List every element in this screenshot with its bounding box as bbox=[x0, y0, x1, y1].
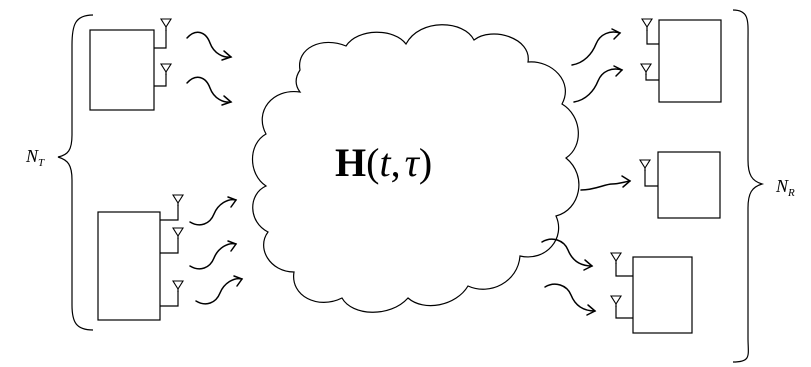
receiver-count-label: NR bbox=[776, 176, 795, 199]
antenna-icon bbox=[154, 18, 172, 49]
arrowhead bbox=[586, 304, 597, 316]
transmitter-brace bbox=[57, 14, 94, 331]
transmitter-count-label: NT bbox=[26, 146, 44, 169]
arrowhead bbox=[611, 28, 622, 40]
antenna-icon bbox=[160, 280, 184, 307]
signal-wave-arrow-icon bbox=[189, 198, 237, 226]
channel-close-paren: ) bbox=[419, 140, 432, 185]
transmitter-2 bbox=[97, 194, 244, 321]
transmitter-2-box bbox=[97, 211, 161, 321]
arrowhead bbox=[621, 175, 632, 188]
receiver-3-box bbox=[632, 256, 693, 334]
transmitter-1-box bbox=[89, 29, 155, 111]
channel-comma: , bbox=[391, 140, 401, 185]
antenna-icon bbox=[639, 159, 658, 187]
arrowhead bbox=[233, 275, 244, 287]
antenna-icon bbox=[610, 252, 633, 277]
receiver-count-subscript: R bbox=[788, 187, 795, 199]
antenna-icon bbox=[154, 63, 172, 87]
signal-wave-arrow-icon bbox=[186, 31, 232, 58]
channel-time-variable: t bbox=[379, 140, 391, 185]
signal-wave-arrow-icon bbox=[195, 277, 243, 305]
antenna-icon bbox=[640, 63, 659, 81]
receiver-1 bbox=[571, 18, 722, 103]
channel-label: H(t,τ) bbox=[335, 140, 432, 185]
receiver-1-box bbox=[658, 19, 722, 103]
arrowhead bbox=[613, 65, 624, 77]
antenna-icon bbox=[641, 18, 659, 45]
receiver-count-symbol: N bbox=[776, 176, 789, 196]
signal-wave-arrow-icon bbox=[580, 180, 631, 191]
signal-wave-arrow-icon bbox=[544, 283, 596, 312]
signal-wave-arrow-icon bbox=[571, 31, 621, 66]
signal-wave-arrow-icon bbox=[541, 238, 593, 267]
transmitter-count-symbol: N bbox=[26, 146, 39, 166]
arrowhead bbox=[583, 259, 594, 271]
receiver-brace bbox=[732, 9, 765, 363]
signal-wave-arrow-icon bbox=[189, 242, 237, 270]
transmitter-1 bbox=[89, 18, 233, 111]
channel-cloud bbox=[252, 24, 580, 313]
receiver-2-box bbox=[657, 151, 721, 219]
antenna-icon bbox=[160, 194, 184, 221]
channel-matrix-symbol: H bbox=[335, 140, 366, 185]
signal-wave-arrow-icon bbox=[573, 68, 623, 103]
arrowhead bbox=[221, 95, 233, 106]
arrowhead bbox=[227, 196, 238, 208]
channel-open-paren: ( bbox=[366, 140, 379, 185]
channel-delay-variable: τ bbox=[405, 140, 421, 185]
antenna-icon bbox=[160, 227, 184, 254]
arrowhead bbox=[227, 240, 238, 252]
receiver-2 bbox=[580, 151, 721, 219]
signal-wave-arrow-icon bbox=[186, 76, 232, 103]
antenna-icon bbox=[610, 295, 633, 319]
arrowhead bbox=[221, 50, 233, 61]
receiver-3 bbox=[541, 238, 693, 334]
transmitter-count-subscript: T bbox=[38, 157, 45, 169]
